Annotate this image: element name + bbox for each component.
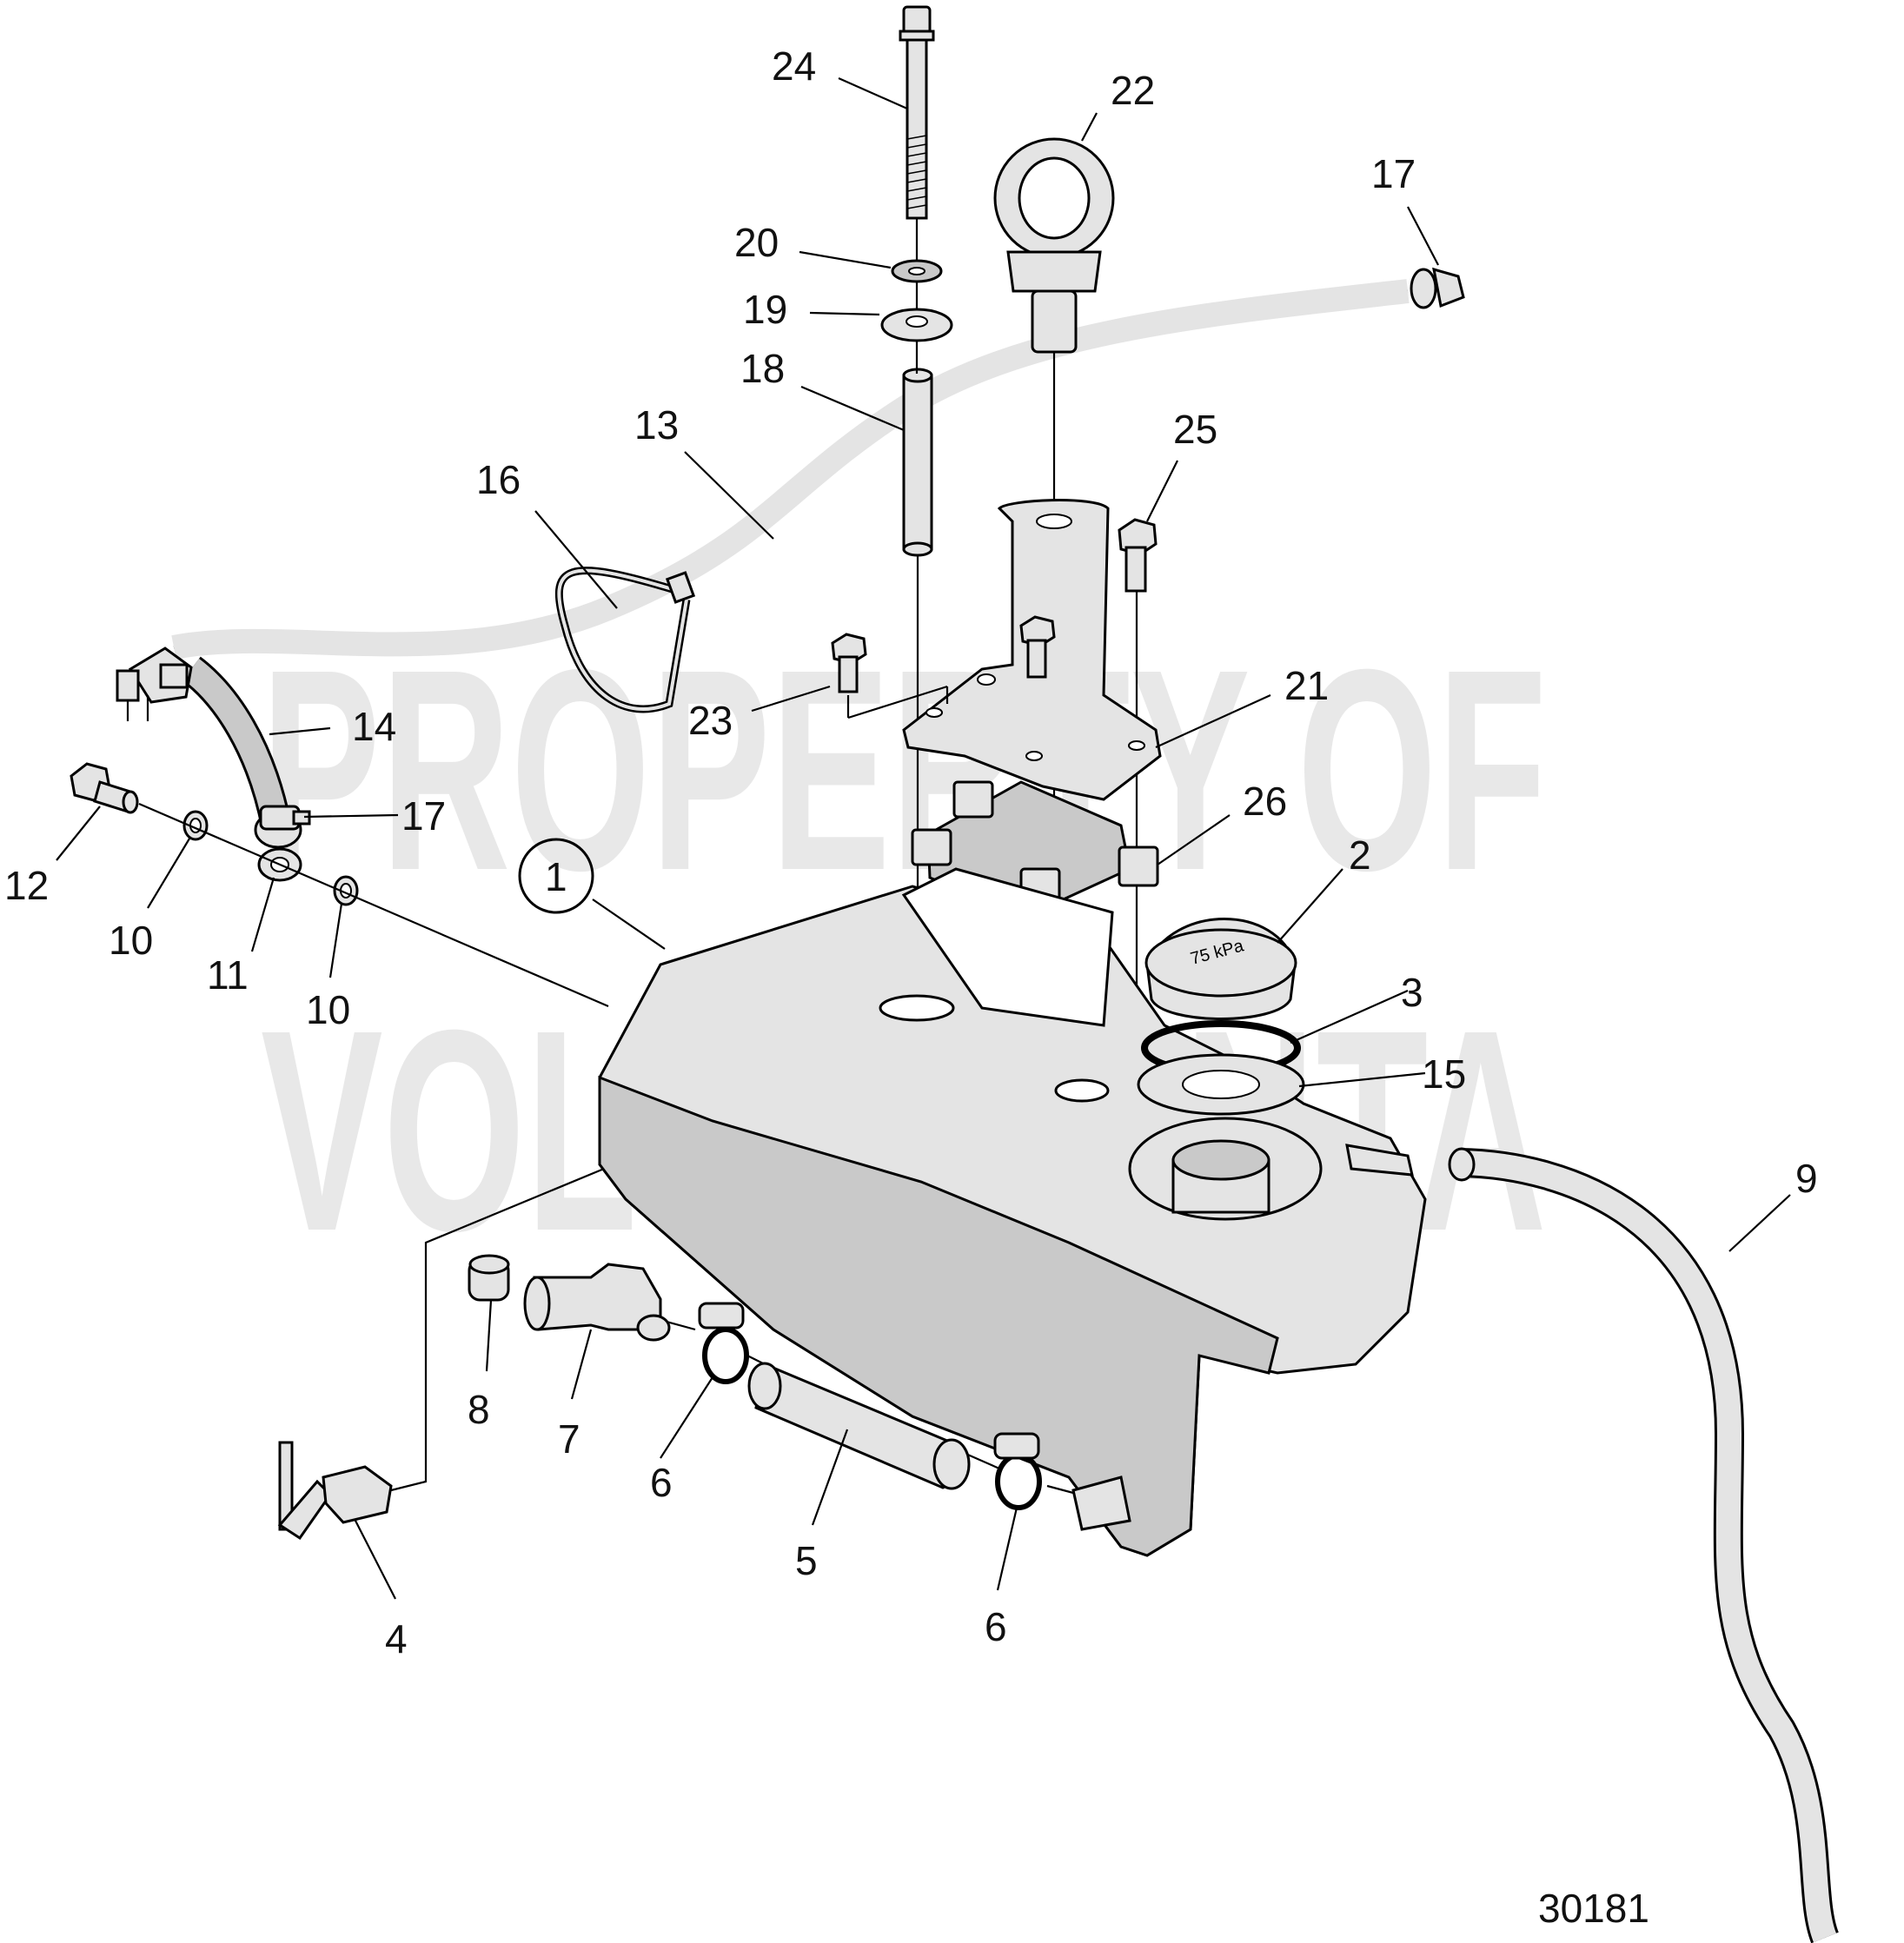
label-14: 14 bbox=[352, 704, 396, 749]
label-26: 26 bbox=[1243, 779, 1287, 824]
bolt-24 bbox=[899, 5, 935, 220]
tank-outlet bbox=[1071, 1475, 1131, 1531]
label-17-lower: 17 bbox=[401, 793, 446, 839]
hose-5 bbox=[747, 1362, 971, 1490]
bolt-23 bbox=[831, 633, 867, 693]
label-8: 8 bbox=[468, 1387, 490, 1432]
watermark-line1: PROPERTY OF bbox=[261, 609, 1547, 930]
label-18: 18 bbox=[740, 346, 785, 391]
hose-13 bbox=[171, 279, 1410, 660]
filler-neck bbox=[1128, 1117, 1323, 1221]
label-7: 7 bbox=[558, 1416, 580, 1462]
label-24: 24 bbox=[772, 43, 816, 89]
cable-tie-16 bbox=[554, 567, 696, 713]
washer-20 bbox=[891, 259, 943, 283]
bolt-25 bbox=[1118, 518, 1158, 593]
connector-7 bbox=[523, 1263, 671, 1342]
hose-clamp-17-lower bbox=[259, 805, 311, 831]
label-1: 1 bbox=[545, 854, 567, 899]
tank-nipple bbox=[1345, 1144, 1414, 1177]
label-6-right: 6 bbox=[985, 1604, 1007, 1649]
callout-1-circle bbox=[518, 838, 594, 914]
label-4: 4 bbox=[385, 1616, 408, 1661]
cap-8 bbox=[468, 1254, 510, 1302]
label-23: 23 bbox=[688, 698, 733, 743]
label-11: 11 bbox=[207, 952, 249, 998]
label-10-left: 10 bbox=[109, 918, 153, 963]
label-22: 22 bbox=[1111, 68, 1155, 113]
label-10-right: 10 bbox=[306, 987, 350, 1032]
pressure-cap-2: 75 kPa bbox=[1144, 918, 1297, 1020]
label-20: 20 bbox=[734, 220, 779, 265]
label-19: 19 bbox=[743, 287, 787, 332]
label-6-left: 6 bbox=[650, 1460, 673, 1505]
level-sensor-4 bbox=[277, 1441, 393, 1541]
leader-lines bbox=[56, 76, 1791, 1600]
banjo-bolt-12 bbox=[70, 762, 139, 814]
hose-clamp-17-top bbox=[1410, 267, 1465, 309]
hose-clamp-6-left bbox=[698, 1302, 749, 1384]
hose-9 bbox=[1448, 1147, 1840, 1943]
label-21: 21 bbox=[1284, 663, 1329, 708]
expansion-tank-1 bbox=[598, 867, 1427, 1557]
spacer-18 bbox=[902, 368, 933, 557]
bracket-bolt bbox=[1019, 615, 1056, 679]
hose-clamp-6-right bbox=[993, 1432, 1042, 1510]
label-ring-15 bbox=[1137, 1053, 1305, 1116]
elbow-connector bbox=[116, 647, 193, 721]
label-16: 16 bbox=[476, 457, 521, 502]
label-25: 25 bbox=[1173, 407, 1217, 452]
label-17-top: 17 bbox=[1371, 151, 1416, 196]
label-3: 3 bbox=[1401, 970, 1423, 1015]
label-2: 2 bbox=[1349, 832, 1371, 878]
label-5: 5 bbox=[795, 1538, 818, 1583]
eye-bolt-22 bbox=[993, 137, 1115, 354]
label-12: 12 bbox=[4, 863, 49, 908]
callout-labels: 24 22 17 20 19 18 13 25 16 21 23 14 17 2… bbox=[4, 43, 1818, 1661]
rubber-washer-19 bbox=[880, 308, 953, 342]
label-15: 15 bbox=[1422, 1051, 1466, 1097]
label-13: 13 bbox=[634, 402, 679, 448]
figure-number: 30181 bbox=[1538, 1886, 1649, 1931]
label-9: 9 bbox=[1795, 1156, 1818, 1201]
